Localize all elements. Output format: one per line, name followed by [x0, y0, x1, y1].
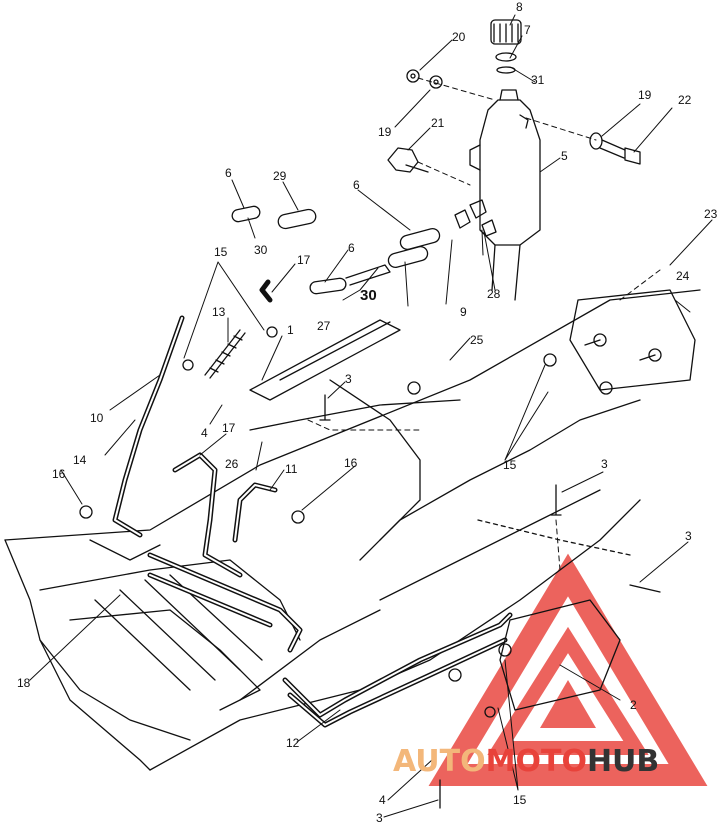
- callout-27: 27: [317, 319, 331, 333]
- callout-17: 17: [297, 253, 311, 267]
- callout-18: 18: [17, 676, 31, 690]
- callout-13: 13: [212, 305, 226, 319]
- heat-exchanger-tubes: [147, 552, 513, 728]
- callout-19: 19: [378, 125, 392, 139]
- callout-25: 25: [470, 333, 484, 347]
- spring-13: [204, 329, 246, 379]
- coolant-tank: [469, 89, 541, 301]
- callout-11: 11: [285, 462, 298, 476]
- callout-19: 19: [638, 88, 652, 102]
- watermark-word-hub: HUB: [586, 744, 660, 779]
- callout-3: 3: [601, 457, 608, 471]
- hose-10-14-inner: [114, 317, 183, 536]
- callout-10: 10: [90, 411, 104, 425]
- callout-30: 30: [360, 287, 377, 304]
- hose-10-14: [112, 315, 185, 538]
- callout-1: 1: [287, 323, 294, 337]
- callout-26: 26: [225, 457, 239, 471]
- callout-22: 22: [678, 93, 692, 107]
- callout-4: 4: [379, 793, 386, 807]
- callout-20: 20: [452, 30, 466, 44]
- callout-8: 8: [516, 0, 523, 14]
- callout-12: 12: [286, 736, 300, 750]
- callout-3: 3: [685, 529, 692, 543]
- filler-cap: [490, 19, 522, 74]
- hose-clamps: [79, 326, 613, 718]
- callout-9: 9: [460, 305, 467, 319]
- washers-left: [406, 69, 443, 89]
- callout-16: 16: [344, 456, 358, 470]
- bracket-1: [249, 319, 401, 401]
- callout-16: 16: [52, 467, 66, 481]
- callout-17: 17: [222, 421, 236, 435]
- callout-6: 6: [225, 166, 232, 180]
- leader-lines: [29, 14, 713, 818]
- callout-15: 15: [214, 245, 228, 259]
- watermark-word-moto: MOTO: [485, 744, 587, 779]
- callout-29: 29: [273, 169, 287, 183]
- bolt-right: [589, 132, 641, 165]
- callout-2: 2: [630, 698, 637, 712]
- callout-15: 15: [513, 793, 527, 807]
- watermark-logo-triangle: [428, 553, 708, 786]
- plate-24: [569, 289, 696, 391]
- callout-7: 7: [524, 23, 531, 37]
- callout-28: 28: [487, 287, 501, 301]
- callout-labels: 8 7 20 31 19 21 19 22 5 6 29 30 6 23 15 …: [17, 0, 718, 825]
- callout-5: 5: [561, 149, 568, 163]
- clamp-21: [387, 147, 429, 173]
- assembly-centerlines: [307, 77, 661, 571]
- callout-6: 6: [353, 178, 360, 192]
- plate-2: [498, 599, 621, 711]
- fittings-28: [454, 199, 497, 237]
- hose-17-26-inner: [174, 454, 276, 576]
- callout-4: 4: [201, 426, 208, 440]
- callout-24: 24: [676, 269, 690, 283]
- callout-6: 6: [348, 241, 355, 255]
- watermark-word-auto: AUTO: [393, 744, 486, 779]
- callout-15: 15: [503, 458, 517, 472]
- callout-21: 21: [431, 116, 445, 130]
- callout-14: 14: [73, 453, 87, 467]
- callout-31: 31: [531, 73, 545, 87]
- callout-3: 3: [345, 372, 352, 386]
- heat-exchanger-tubes-inner: [149, 554, 511, 726]
- screws-3: [319, 394, 661, 809]
- callout-23: 23: [704, 207, 718, 221]
- callout-3: 3: [376, 811, 383, 824]
- watermark-wordmark: AUTOMOTOHUB: [393, 742, 659, 782]
- callout-30: 30: [254, 243, 268, 257]
